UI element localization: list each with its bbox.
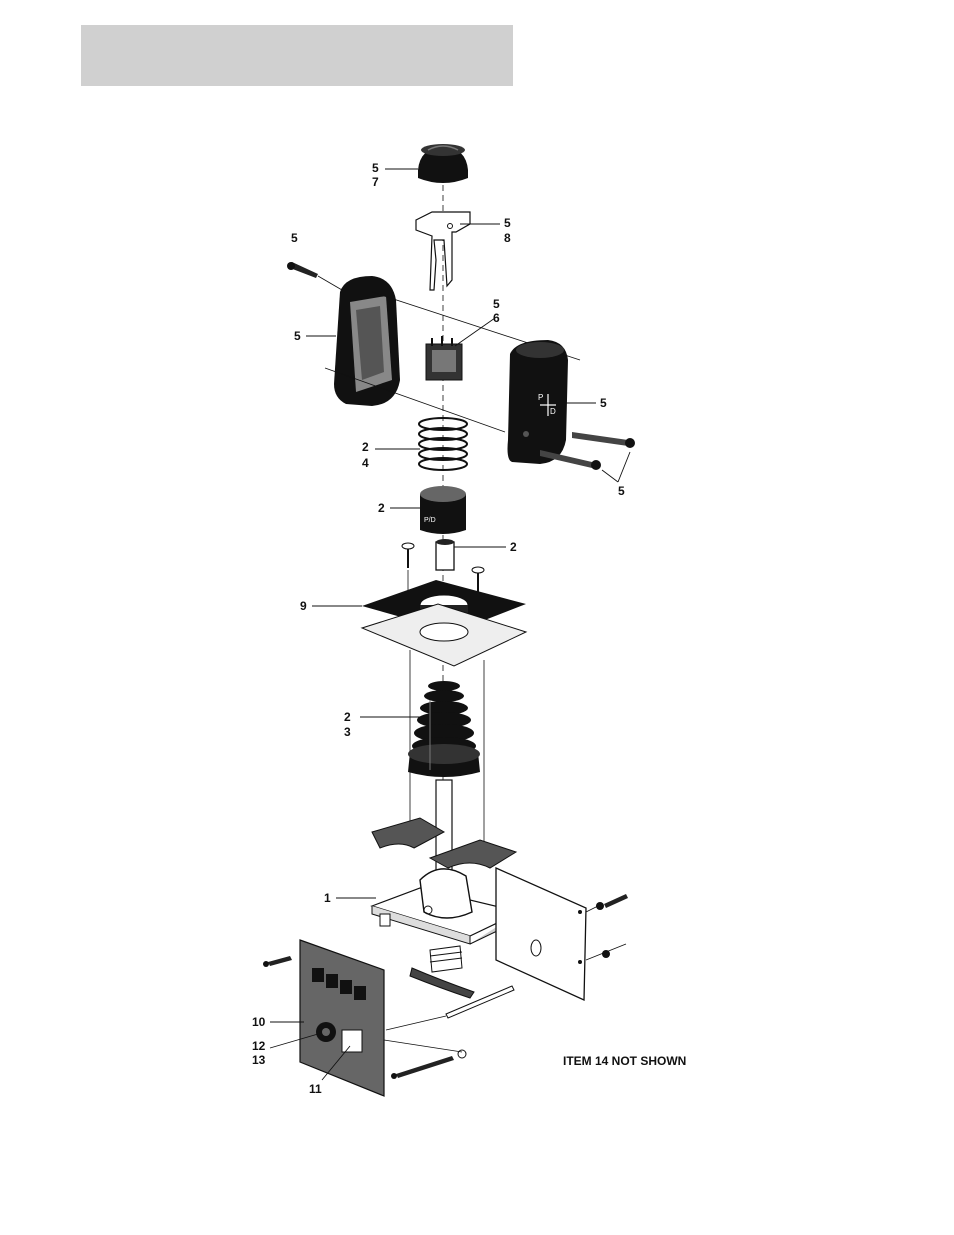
collar-part: P/D: [420, 486, 466, 534]
left-grip-part: [334, 276, 400, 406]
knob-part: [418, 144, 468, 183]
boot-part: [408, 681, 480, 777]
svg-text:D: D: [550, 407, 556, 416]
right-grip-part: P D: [508, 340, 569, 464]
circuit-board: [300, 940, 384, 1096]
sleeve-part: [436, 539, 454, 570]
switch-part: [426, 336, 462, 380]
svg-text:P/D: P/D: [424, 517, 436, 524]
svg-text:P: P: [538, 393, 543, 402]
bracket-screws: [596, 894, 628, 958]
screw-top-left: [287, 262, 318, 278]
right-bracket: [496, 868, 586, 1000]
lower-spring-gear: [410, 946, 474, 998]
